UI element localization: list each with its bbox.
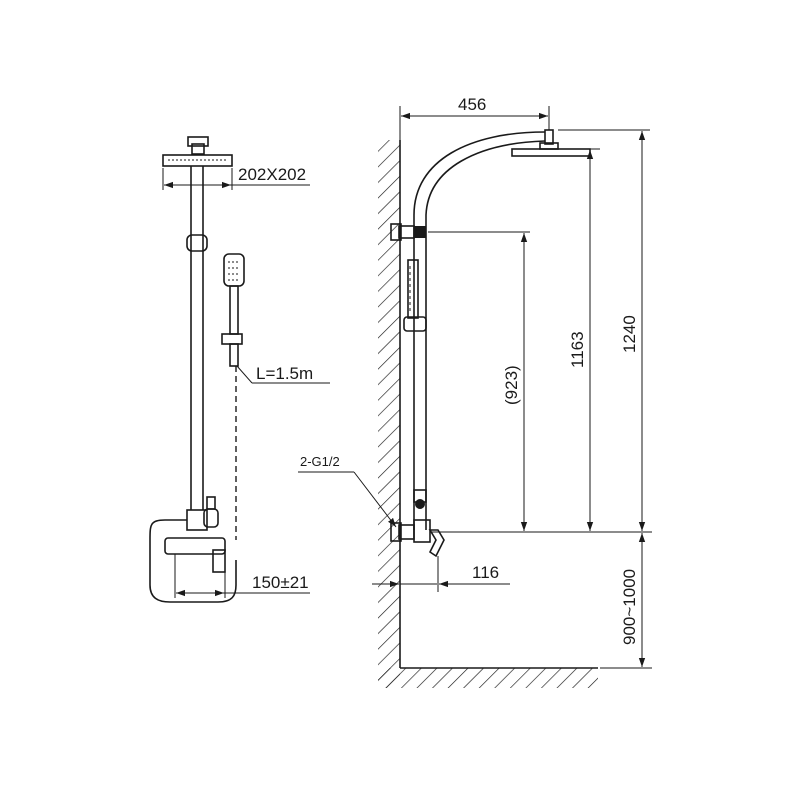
- hose-front: L=1.5m: [235, 364, 330, 540]
- slide-height-dimension: (923): [502, 233, 528, 531]
- hose-length-label: L=1.5m: [256, 364, 313, 383]
- slide-height-label: (923): [502, 365, 521, 405]
- front-view: 202X202 L=1.5m: [149, 136, 330, 603]
- head-size-label: 202X202: [238, 165, 306, 184]
- wall-hatching: [378, 140, 598, 688]
- arm-reach-label: 456: [458, 95, 486, 114]
- riser-pipe-side: [390, 131, 546, 530]
- total-height-dimension: 1240: [620, 131, 646, 531]
- shower-head-front: [162, 136, 233, 167]
- head-size-dimension: 202X202: [162, 165, 310, 190]
- mixer-front: 150±21: [149, 496, 310, 603]
- inlet-spacing-label: 150±21: [252, 573, 309, 592]
- side-view: 456 (923) 1163 1240 900~1000 2-G1/2: [298, 95, 652, 688]
- inlet-thread-callout: 2-G1/2: [298, 454, 397, 528]
- install-height-label: 900~1000: [620, 569, 639, 645]
- riser-pipe-front: [186, 166, 208, 510]
- head-height-dimension: 1163: [568, 150, 594, 531]
- arm-reach-dimension: 456: [399, 95, 550, 140]
- install-height-dimension: 900~1000: [620, 533, 646, 667]
- total-height-label: 1240: [620, 315, 639, 353]
- head-height-label: 1163: [568, 331, 587, 368]
- mixer-depth-label: 116: [472, 563, 499, 582]
- hand-shower-front: [221, 253, 245, 367]
- mixer-depth-dimension: 116: [372, 556, 510, 592]
- mixer-side: [390, 489, 445, 558]
- inlet-thread-label: 2-G1/2: [300, 454, 340, 469]
